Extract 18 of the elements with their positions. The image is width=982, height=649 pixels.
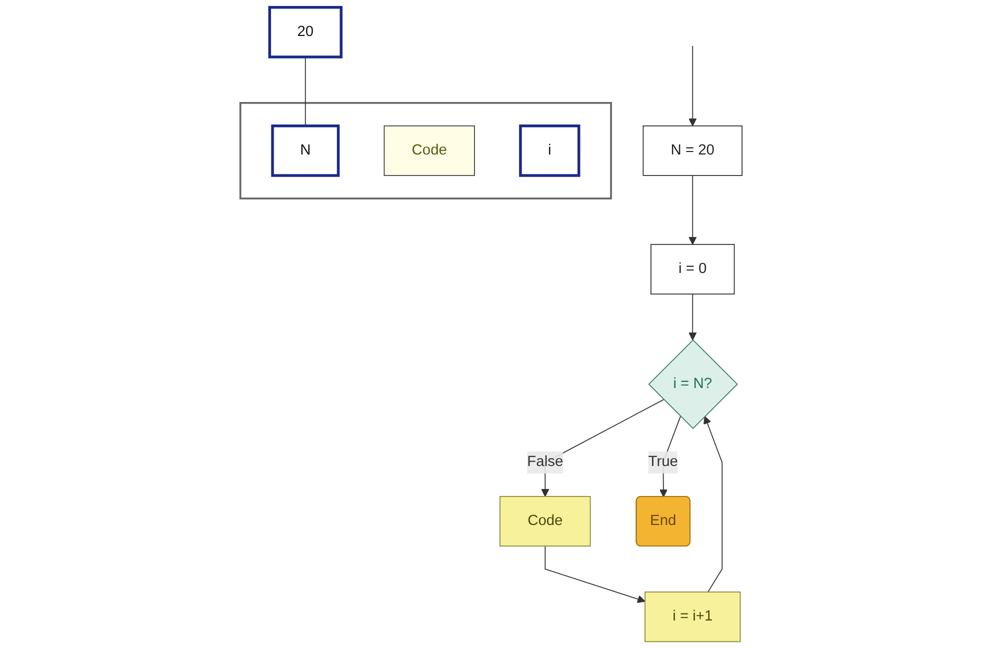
edge-label: False bbox=[526, 454, 563, 470]
arrow bbox=[703, 416, 722, 592]
node-box: N bbox=[270, 124, 340, 177]
node-box: i bbox=[518, 124, 580, 177]
edge-label: True bbox=[648, 454, 678, 470]
node-box: Code bbox=[384, 125, 475, 176]
connector bbox=[304, 56, 306, 126]
arrow bbox=[688, 175, 696, 245]
arrow bbox=[688, 294, 696, 340]
node-box: i = i+1 bbox=[644, 592, 740, 642]
arrow bbox=[544, 546, 646, 603]
node-box: i = 0 bbox=[650, 244, 735, 295]
cluster bbox=[239, 102, 612, 200]
node-box: Code bbox=[499, 496, 591, 547]
node-diamond: i = N? bbox=[648, 339, 738, 430]
node-box: N = 20 bbox=[642, 125, 742, 176]
arrow bbox=[688, 45, 696, 126]
node-box: 20 bbox=[268, 6, 342, 58]
